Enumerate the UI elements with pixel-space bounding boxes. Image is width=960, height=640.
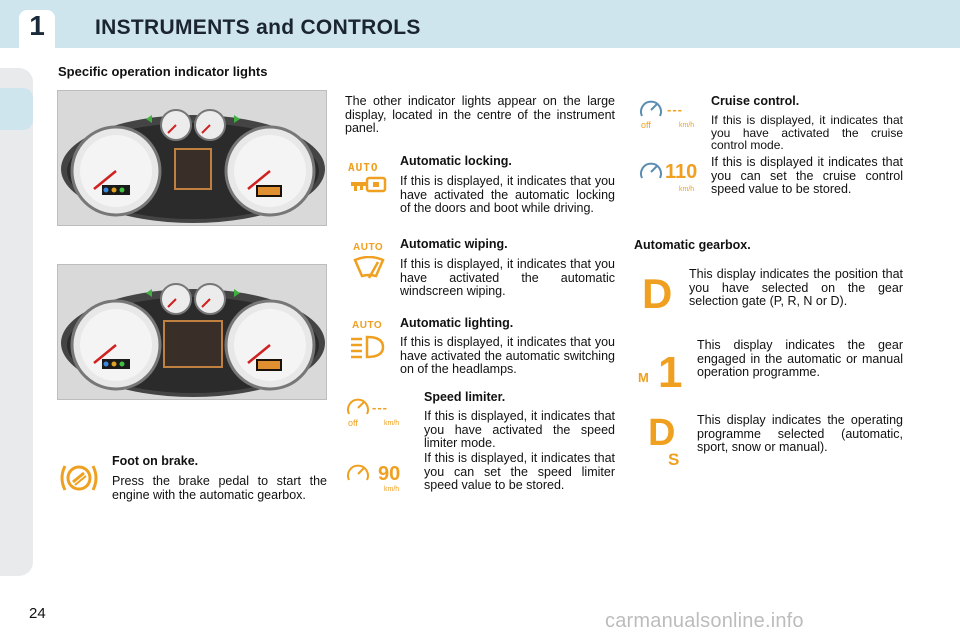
auto-gearbox-text-3: This display indicates the operating pro…	[697, 413, 903, 454]
speed-limiter-value-indicator: 90 km/h	[346, 462, 410, 496]
auto-gearbox-text-1: This display indicates the position that…	[689, 267, 903, 308]
side-strip-highlight	[0, 88, 33, 130]
cruise-control-text-2: If this is displayed it indicates that y…	[711, 155, 903, 196]
cruise-dashes: ---	[667, 102, 683, 117]
cruise-off-label: off	[641, 120, 651, 130]
cruise-unit: km/h	[679, 122, 695, 129]
speed-limiter-unit: km/h	[384, 420, 400, 427]
cruise-value-unit: km/h	[679, 186, 695, 193]
chapter-tab	[19, 10, 55, 54]
cruise-value-indicator: 110 km/h	[639, 160, 705, 196]
foot-on-brake-text: Press the brake pedal to start the engin…	[112, 474, 327, 502]
auto-wiping-text: If this is displayed, it indicates that …	[400, 257, 615, 298]
key-icon	[351, 176, 387, 193]
footer-watermark: carmanualsonline.info	[605, 610, 804, 632]
auto-gearbox-title: Automatic gearbox.	[634, 238, 751, 252]
gear-digit: 1	[658, 348, 683, 397]
instrument-panel-image-1	[57, 90, 327, 226]
auto-lighting-auto-label: AUTO	[352, 320, 383, 331]
auto-wiping-auto-label: AUTO	[353, 242, 384, 253]
speedometer-icon	[640, 162, 662, 179]
cruise-control-text-1: If this is displayed, it indicates that …	[711, 113, 903, 152]
instrument-cluster-icon	[61, 283, 325, 397]
auto-locking-auto-label: AUTO	[348, 161, 379, 174]
speedometer-icon	[640, 100, 662, 117]
foot-on-brake-icon	[60, 465, 98, 491]
programme-sub-letter: S	[668, 450, 680, 469]
intro-text: The other indicator lights appear on the…	[345, 94, 615, 135]
cruise-control-title: Cruise control.	[711, 94, 800, 108]
speed-limiter-title: Speed limiter.	[424, 390, 506, 404]
auto-lighting-text: If this is displayed, it indicates that …	[400, 335, 615, 376]
gear-position-icon: D	[642, 270, 673, 317]
section-title: Specific operation indicator lights	[58, 64, 268, 79]
speed-limiter-off-indicator: --- off km/h	[346, 396, 410, 430]
auto-lighting-title: Automatic lighting.	[400, 316, 514, 330]
speed-limiter-value: 90	[378, 463, 401, 485]
speed-limiter-dashes: ---	[372, 400, 388, 415]
header-band	[0, 0, 960, 48]
instrument-cluster-icon	[61, 109, 325, 223]
gear-engaged-icon: M 1	[638, 348, 686, 400]
programme-letter: D	[648, 412, 676, 454]
auto-locking-text: If this is displayed, it indicates that …	[400, 174, 615, 215]
page-number: 24	[29, 605, 46, 622]
gear-mode-letter: M	[638, 370, 649, 385]
auto-wiping-title: Automatic wiping.	[400, 237, 508, 251]
auto-gearbox-text-2: This display indicates the gear engaged …	[697, 338, 903, 379]
speed-limiter-text-2: If this is displayed, it indicates that …	[424, 451, 615, 492]
side-strip	[0, 68, 33, 576]
speedometer-icon	[347, 464, 369, 481]
speedometer-icon	[347, 398, 369, 415]
page-title: INSTRUMENTS and CONTROLS	[95, 16, 421, 39]
headlamp-icon	[351, 335, 385, 359]
auto-locking-title: Automatic locking.	[400, 154, 512, 168]
cruise-off-indicator: --- off km/h	[639, 98, 705, 134]
instrument-panel-image-2	[57, 264, 327, 400]
cruise-value: 110	[665, 161, 698, 183]
speed-limiter-off-label: off	[348, 418, 358, 428]
speed-limiter-text-1: If this is displayed, it indicates that …	[424, 409, 615, 450]
speed-limiter-value-unit: km/h	[384, 486, 400, 493]
operating-programme-icon: D S	[648, 414, 688, 472]
foot-on-brake-title: Foot on brake.	[112, 454, 199, 468]
wiper-icon	[353, 256, 385, 279]
chapter-number: 1	[29, 10, 45, 41]
